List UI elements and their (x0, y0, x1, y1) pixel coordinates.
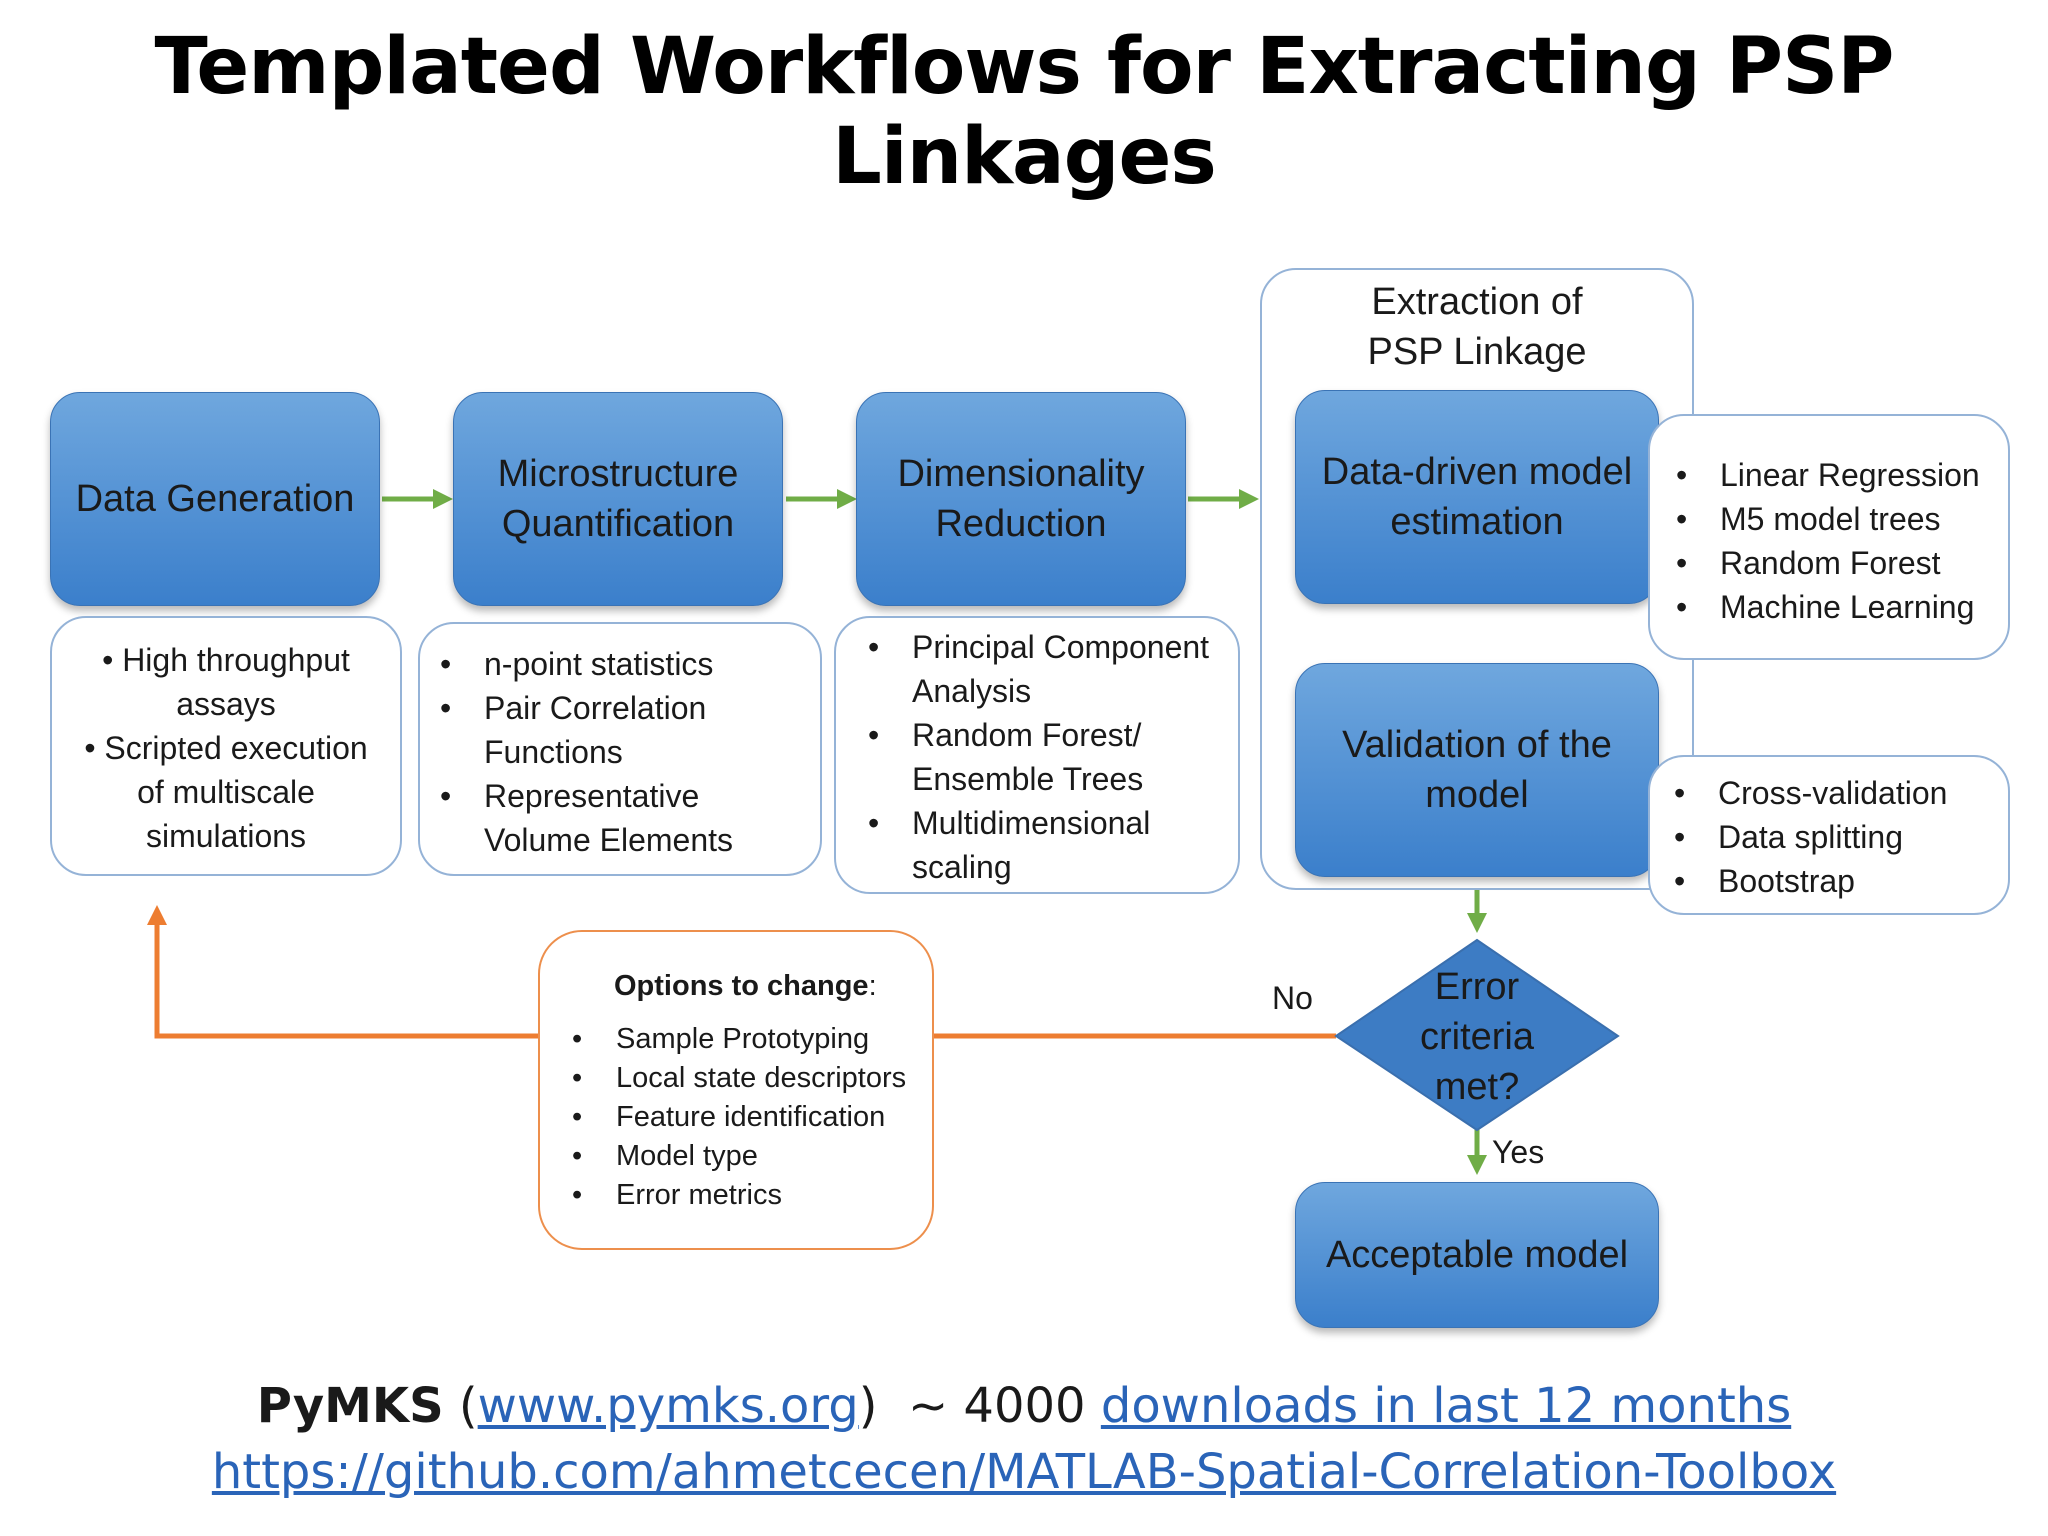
acceptable-model-box: Acceptable model (1295, 1182, 1659, 1328)
data-generation-detail-list: • High throughput assays • Scripted exec… (50, 638, 402, 858)
detail-item: Random Forest (1668, 541, 1998, 585)
option-item: Error metrics (564, 1176, 924, 1215)
github-link[interactable]: https://github.com/ahmetcecen/MATLAB-Spa… (211, 1444, 1837, 1500)
detail-line: • High throughput (102, 642, 350, 678)
decision-text: Error criteria met? (1419, 966, 1535, 1108)
page-title: Templated Workflows for Extracting PSP L… (154, 22, 1895, 202)
no-label: No (1272, 980, 1313, 1016)
arrow-feedback-loop (147, 905, 1336, 1039)
detail-item: Bootstrap (1666, 859, 1996, 903)
yes-label: Yes (1492, 1134, 1545, 1170)
detail-item: n-point statistics (432, 642, 792, 686)
validation-box: Validation of the model (1295, 663, 1659, 877)
data-generation-box: Data Generation (50, 392, 380, 606)
detail-line: of multiscale (137, 774, 315, 810)
dimensionality-detail-list: Principal Component Analysis Random Fore… (860, 625, 1210, 889)
option-item: Local state descriptors (564, 1059, 924, 1098)
pymks-site-link[interactable]: www.pymks.org (477, 1378, 859, 1434)
options-heading: Options to change: (614, 970, 877, 1002)
detail-item: Multidimensional scaling (860, 801, 1210, 889)
data-driven-estimation-box: Data-driven model estimation (1295, 390, 1659, 604)
validation-detail-list: Cross-validation Data splitting Bootstra… (1666, 771, 1996, 903)
close-paren: ) (858, 1378, 878, 1434)
detail-item: Data splitting (1666, 815, 1996, 859)
microstructure-detail-list: n-point statistics Pair Correlation Func… (432, 642, 792, 862)
option-item: Sample Prototyping (564, 1020, 924, 1059)
detail-line: assays (176, 686, 276, 722)
detail-item: Random Forest/ Ensemble Trees (860, 713, 1210, 801)
option-item: Feature identification (564, 1098, 924, 1137)
detail-item: Pair Correlation Functions (432, 686, 792, 774)
pymks-brand: PyMKS (256, 1378, 444, 1434)
footer-line-2: https://github.com/ahmetcecen/MATLAB-Spa… (0, 1444, 2048, 1500)
microstructure-box: Microstructure Quantification (453, 392, 783, 606)
footer-line-1: PyMKS (www.pymks.org) ~ 4000 downloads i… (0, 1378, 2048, 1434)
options-list: Sample Prototyping Local state descripto… (564, 1020, 924, 1215)
data-generation-details (50, 616, 402, 876)
detail-item: M5 model trees (1668, 497, 1998, 541)
detail-line: • Scripted execution (84, 730, 368, 766)
downloads-prefix: ~ 4000 (877, 1378, 1101, 1434)
extraction-frame-title: Extraction of PSP Linkage (1367, 281, 1587, 373)
dimensionality-box: Dimensionality Reduction (856, 392, 1186, 606)
detail-item: Representative Volume Elements (432, 774, 792, 862)
detail-item: Principal Component Analysis (860, 625, 1210, 713)
detail-item: Cross-validation (1666, 771, 1996, 815)
detail-item: Linear Regression (1668, 453, 1998, 497)
detail-item: Machine Learning (1668, 585, 1998, 629)
open-paren: ( (443, 1378, 478, 1434)
decision-diamond (1334, 938, 1620, 1132)
detail-line: simulations (145, 818, 307, 854)
downloads-link[interactable]: downloads in last 12 months (1100, 1378, 1792, 1434)
option-item: Model type (564, 1137, 924, 1176)
data-driven-detail-list: Linear Regression M5 model trees Random … (1668, 453, 1998, 629)
